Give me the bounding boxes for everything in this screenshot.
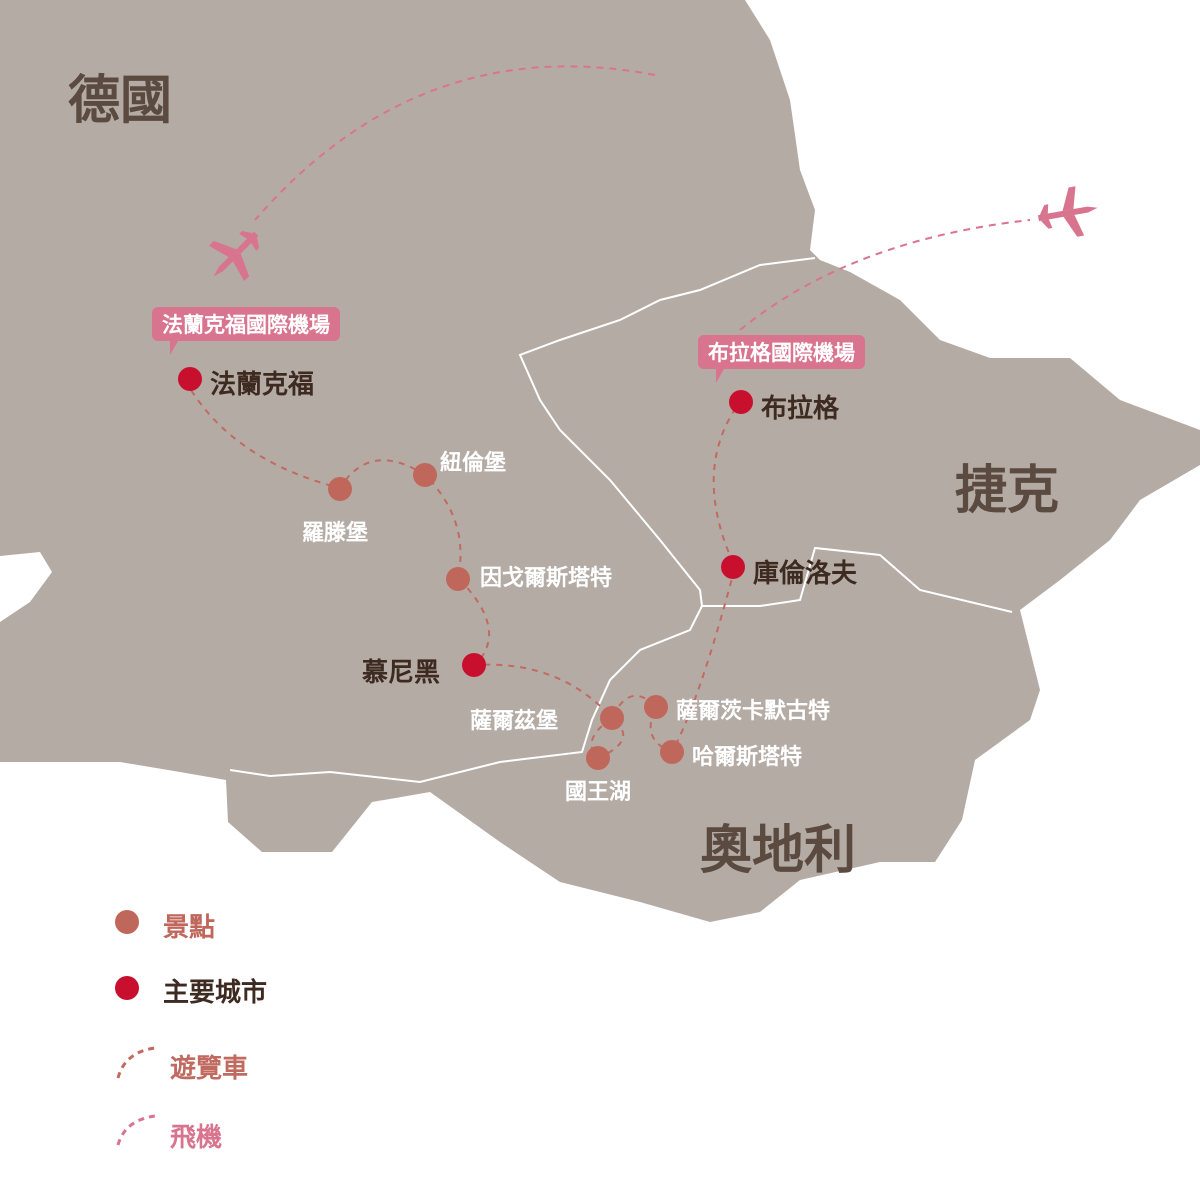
plane-routes [254, 65, 1031, 331]
sight-konigssee: 國王湖 [565, 780, 632, 805]
legend-plane-line-icon [116, 1114, 156, 1146]
city-munich: 慕尼黑 [362, 658, 441, 688]
country-czech: 捷克 [955, 461, 1060, 521]
sight-markers [115, 463, 684, 934]
city-markers [115, 367, 753, 1000]
legend-bus: 遊覽車 [170, 1054, 249, 1084]
city-prague: 布拉格 [761, 394, 840, 424]
sight-rothenburg: 羅滕堡 [302, 521, 369, 546]
country-germany: 德國 [68, 71, 173, 131]
legend-plane: 飛機 [170, 1123, 223, 1153]
sight-hallstatt: 哈爾斯塔特 [692, 745, 803, 770]
legend-city: 主要城市 [163, 978, 268, 1008]
country-austria: 奧地利 [700, 821, 857, 881]
airport-frankfurt-label: 法蘭克福國際機場 [152, 307, 340, 355]
legend-bus-line-icon [116, 1046, 156, 1079]
land-area [0, 0, 1200, 922]
sight-salzburg: 薩爾茲堡 [470, 709, 559, 734]
airport-prague-label: 布拉格國際機場 [698, 335, 865, 383]
sight-salzkammergut: 薩爾茨卡默古特 [676, 699, 831, 724]
city-frankfurt: 法蘭克福 [210, 370, 315, 400]
borders [229, 257, 1013, 784]
sight-ingolstadt: 因戈爾斯塔特 [480, 566, 613, 591]
legend-sight: 景點 [163, 913, 216, 943]
city-cesky-krumlov: 庫倫洛夫 [753, 559, 858, 589]
airplane-icon [208, 186, 1098, 282]
sight-nuremberg: 紐倫堡 [440, 451, 507, 476]
